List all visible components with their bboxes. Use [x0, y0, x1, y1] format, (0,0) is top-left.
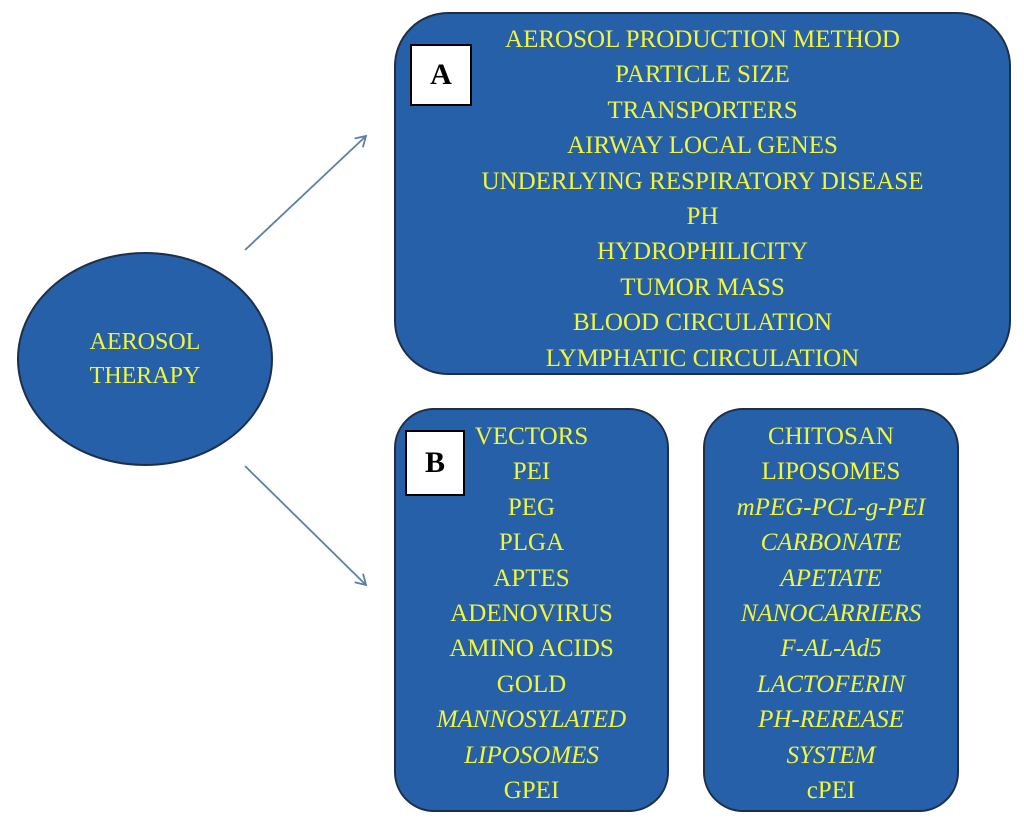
list-item: LYMPHATIC CIRCULATION	[545, 344, 860, 372]
panel-b-left-list: VECTORS PEI PEG PLGA APTES ADENOVIRUS AMINO AC…	[396, 419, 667, 808]
list-item: NANOCARRIERS	[740, 600, 922, 628]
list-item: AEROSOL PRODUCTION METHOD	[505, 26, 900, 53]
list-item: cPEI	[806, 777, 856, 805]
aerosol-therapy-node: AEROSOL THERAPY	[17, 252, 273, 466]
list-item: F-AL-Ad5	[780, 635, 882, 663]
list-item: PH-REREASE	[758, 706, 904, 734]
center-label-line2: THERAPY	[89, 363, 201, 389]
list-item: TRANSPORTERS	[607, 96, 798, 124]
list-item: AIRWAY LOCAL GENES	[567, 132, 838, 160]
panel-b-tag: B	[405, 430, 465, 496]
list-item: BLOOD CIRCULATION	[572, 309, 833, 337]
list-item: mPEG-PCL-g-PEI	[736, 493, 926, 521]
list-item: GOLD	[496, 670, 567, 698]
list-item: ADENOVIRUS	[450, 600, 613, 628]
list-item: SYSTEM	[786, 741, 876, 769]
list-item: UNDERLYING RESPIRATORY DISEASE	[481, 167, 924, 195]
panel-a-list: AEROSOL PRODUCTION METHOD PARTICLE SIZE TR…	[396, 22, 1009, 376]
list-item: MANNOSYLATED	[436, 706, 627, 734]
list-item: LIPOSOMES	[464, 741, 599, 769]
list-item: AMINO ACIDS	[449, 635, 614, 663]
list-item: APTES	[493, 564, 570, 592]
panel-a-tag: A	[410, 44, 472, 106]
list-item: PH	[686, 203, 719, 231]
list-item: PEI	[512, 458, 551, 486]
list-item: APETATE	[780, 564, 882, 592]
panel-a-factors: AEROSOL PRODUCTION METHOD PARTICLE SIZE TR…	[394, 12, 1011, 375]
list-item: PARTICLE SIZE	[615, 61, 790, 89]
center-label-line1: AEROSOL	[89, 329, 201, 355]
arrow-to-panel-a	[244, 134, 368, 251]
list-item: GPEI	[503, 777, 560, 805]
list-item: TUMOR MASS	[620, 273, 785, 301]
list-item: VECTORS	[474, 423, 589, 450]
list-item: HYDROPHILICITY	[596, 238, 809, 266]
list-item: LACTOFERIN	[756, 670, 906, 698]
panel-b-right-list: CHITOSAN LIPOSOMES mPEG-PCL-g-PEI CARBONATE…	[705, 419, 957, 808]
list-item: LIPOSOMES	[761, 458, 901, 486]
panel-b-vectors-right: CHITOSAN LIPOSOMES mPEG-PCL-g-PEI CARBONATE…	[703, 408, 959, 812]
list-item: CARBONATE	[760, 529, 902, 557]
list-item: PLGA	[498, 529, 565, 557]
arrow-to-panel-b	[244, 465, 368, 587]
list-item: PEG	[507, 493, 556, 521]
list-item: CHITOSAN	[768, 423, 894, 450]
